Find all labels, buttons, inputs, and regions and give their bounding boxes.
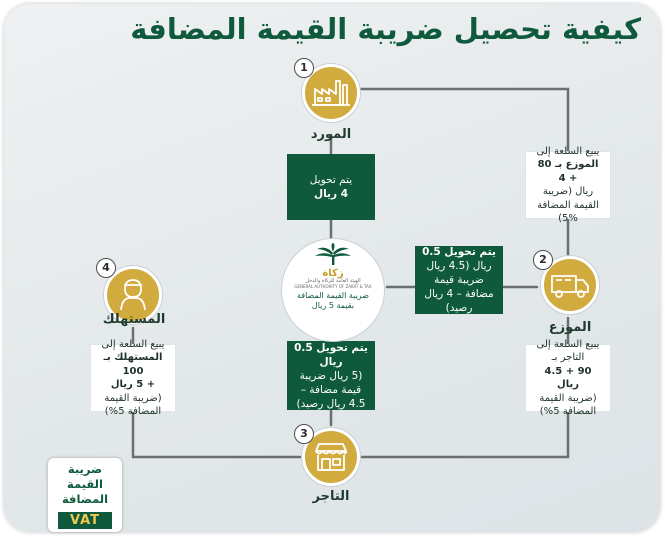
transfer-text-line: 4.5 ريال رصيد) (296, 397, 366, 410)
page-title: كيفية تحصيل ضريبة القيمة المضافة (130, 12, 641, 46)
sale-distributor-to-retailer: يبيع السلعة إلى التاجر بـ 90 + 4.5 ريال … (525, 339, 611, 417)
sale-text-line: (ضريبة القيمة (104, 392, 162, 404)
transfer-text-line: مضافة – 4 ريال (424, 288, 494, 300)
vat-logo-en: VAT (58, 512, 112, 529)
transfer-supplier: يتم تحويل 4 ريال (287, 154, 375, 220)
transfer-text-line: يتم تحويل 0.5 (294, 341, 368, 354)
sale-text-line: 5%) (558, 213, 578, 224)
transfer-text-line: ريال (4.5 ريال (426, 260, 492, 272)
transfer-text-line: 4 ريال (314, 188, 349, 200)
vat-logo-line2: القيمة (67, 477, 103, 491)
person-icon (120, 279, 146, 311)
transfer-text-line: قيمة مضافة – (300, 383, 362, 396)
vat-logo-line3: المضافة (61, 492, 109, 506)
sale-text-line: ريال (ضريبة (542, 186, 594, 197)
sale-supplier-to-distributor: يبيع السلعة إلى الموزع بـ 80 + 4 ريال (ض… (525, 146, 611, 224)
shop-icon (315, 443, 347, 471)
vat-logo: ضريبة القيمة المضافة VAT (48, 458, 122, 532)
authority-caption-line: ضريبة القيمة المضافة (296, 291, 370, 300)
retailer-label: التاجر (312, 489, 350, 504)
sale-retailer-to-consumer: يبيع السلعة إلى المستهلك بـ 100 + 5 ريال… (90, 339, 176, 417)
sale-text-line: المضافة 5%) (539, 406, 597, 417)
sale-text-line: المضافة 5%) (104, 406, 162, 417)
vat-logo-line1: ضريبة (67, 462, 103, 476)
distributor-label: الموزع (548, 320, 592, 335)
sale-text-line: يبيع السلعة إلى (536, 145, 600, 157)
sale-text-line: التاجر بـ (551, 352, 585, 363)
transfer-text-line: يتم تحويل (309, 174, 353, 186)
sale-text-line: يبيع السلعة إلى (536, 338, 600, 350)
factory-icon (312, 80, 350, 106)
transfer-text-line: (5 ريال ضريبة (299, 369, 363, 382)
sale-text-line: (ضريبة القيمة (539, 392, 597, 404)
step-number-3: 3 (294, 424, 314, 444)
consumer-label: المستهلك (102, 312, 166, 327)
authority-caption: ضريبة القيمة المضافة بقيمة 5 ريال (281, 291, 385, 311)
transfer-text-line: يتم تحويل 0.5 (422, 246, 496, 258)
sale-text-line: يبيع السلعة إلى (101, 338, 165, 350)
consumer-icon-circle (104, 266, 162, 324)
authority-logo-word: زكاة (322, 268, 343, 279)
sale-text-line: + 5 ريال (110, 379, 156, 390)
truck-icon (551, 275, 589, 298)
sale-text-line: القيمة المضافة (537, 199, 599, 211)
step-number-4: 4 (96, 258, 116, 278)
step-number-1: 1 (294, 58, 314, 78)
transfer-text-line: ريال (319, 355, 343, 368)
transfer-distributor: يتم تحويل 0.5 ريال (4.5 ريال ضريبة قيمة … (415, 246, 503, 314)
sale-text-line: الموزع بـ 80 + 4 (537, 159, 599, 184)
step-number-2: 2 (533, 250, 553, 270)
transfer-retailer: يتم تحويل 0.5 ريال (5 ريال ضريبة قيمة مض… (287, 341, 375, 410)
sale-text-line: 90 + 4.5 ريال (544, 365, 592, 391)
supplier-label: المورد (310, 127, 352, 142)
palm-logo-icon: زكاة (315, 243, 351, 279)
distributor-icon-circle (541, 256, 599, 314)
authority-caption-line: بقيمة 5 ريال (311, 301, 355, 310)
sale-text-line: المستهلك بـ 100 (103, 352, 163, 377)
transfer-text-line: ضريبة قيمة (434, 274, 484, 286)
transfer-text-line: رصيد) (445, 302, 473, 314)
authority-name-en: GENERAL AUTHORITY OF ZAKAT & TAX (294, 284, 372, 289)
authority-name-ar: الهيئة العامة للزكاة والدخل (305, 278, 361, 284)
